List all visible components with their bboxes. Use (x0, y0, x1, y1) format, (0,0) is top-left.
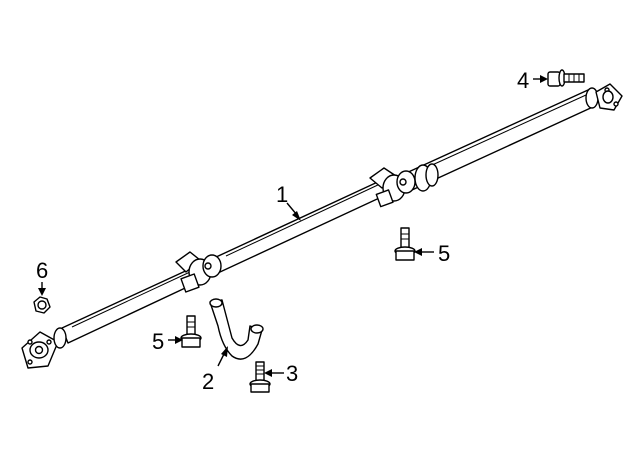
bolt-part-4 (547, 69, 585, 87)
center-joint-rear (175, 251, 222, 293)
leader-2 (217, 346, 228, 367)
propeller-shaft (21, 83, 623, 369)
callout-6: 6 (36, 258, 48, 283)
leader-5-left (168, 336, 183, 344)
callout-5-left: 5 (152, 329, 164, 354)
center-joint-front (369, 167, 416, 208)
leader-6 (38, 282, 46, 296)
leader-4 (533, 75, 548, 83)
leader-3 (264, 369, 284, 377)
rear-flange (21, 327, 67, 369)
callout-5-right: 5 (438, 241, 450, 266)
nut-part-6 (33, 296, 51, 314)
bolt-part-5-right (394, 227, 416, 261)
bolt-part-5-left (180, 315, 202, 348)
callout-3: 3 (286, 361, 298, 386)
callout-4: 4 (517, 68, 529, 93)
support-bracket (209, 298, 264, 360)
leader-5-right (414, 248, 434, 256)
callout-1: 1 (276, 182, 288, 207)
callout-2: 2 (202, 369, 214, 394)
leader-1 (286, 202, 301, 221)
front-flange (585, 83, 623, 111)
bolt-part-3 (249, 361, 271, 393)
